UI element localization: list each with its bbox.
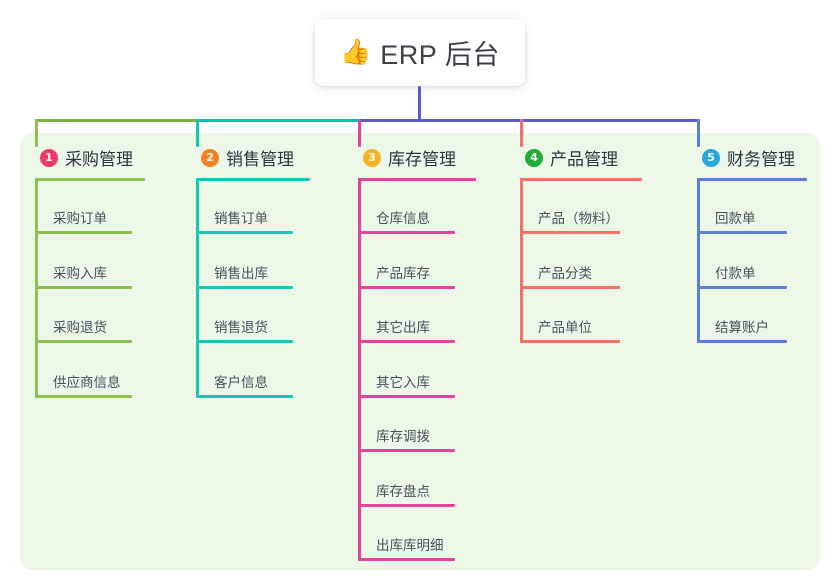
leaf-underline-3-4 — [358, 394, 455, 398]
leaf-node-3-6[interactable]: 库存盘点 — [376, 483, 430, 499]
leaf-node-3-7[interactable]: 出库库明细 — [376, 538, 444, 553]
leaf-underline-4-3 — [520, 340, 620, 343]
branch-number-badge-2: 2 — [201, 148, 219, 167]
root-node-content: 👍 ERP 后台 — [340, 33, 500, 72]
leaf-underline-5-2 — [697, 285, 787, 289]
leaf-node-2-4[interactable]: 客户信息 — [214, 374, 268, 390]
diagram-panel — [20, 133, 820, 570]
leaf-node-5-1[interactable]: 回款单 — [715, 211, 756, 226]
leaf-underline-4-2 — [520, 285, 620, 289]
leaf-node-4-2[interactable]: 产品分类 — [538, 265, 592, 281]
leaf-node-3-5[interactable]: 库存调拨 — [376, 429, 430, 444]
branch-number-badge-5: 5 — [702, 148, 720, 167]
branch-header-underline-5 — [697, 178, 807, 181]
leaf-underline-3-1 — [358, 231, 455, 234]
branch-header-4[interactable]: 4 产品管理 — [525, 145, 618, 170]
branch-header-3[interactable]: 3 库存管理 — [363, 145, 456, 170]
leaf-underline-1-3 — [35, 340, 132, 343]
branch-header-underline-2 — [196, 178, 310, 181]
leaf-node-2-2[interactable]: 销售出库 — [214, 265, 268, 281]
branch-rail-5 — [697, 178, 700, 343]
branch-title-5: 财务管理 — [727, 150, 795, 169]
leaf-underline-1-1 — [35, 231, 132, 234]
leaf-node-4-1[interactable]: 产品（物料） — [538, 211, 619, 226]
trunk-bar-green — [35, 119, 199, 122]
leaf-underline-3-2 — [358, 285, 455, 289]
leaf-underline-3-6 — [358, 503, 455, 507]
leaf-node-1-1[interactable]: 采购订单 — [53, 211, 107, 226]
branch-drop-line-4 — [520, 119, 523, 147]
branch-header-underline-4 — [520, 178, 642, 181]
leaf-node-5-3[interactable]: 结算账户 — [715, 320, 769, 335]
branch-title-4: 产品管理 — [550, 150, 618, 169]
trunk-bar-teal — [196, 119, 361, 122]
branch-drop-line-2 — [196, 119, 199, 147]
leaf-underline-2-2 — [196, 285, 293, 289]
leaf-node-2-3[interactable]: 销售退货 — [214, 320, 268, 335]
leaf-node-5-2[interactable]: 付款单 — [715, 265, 756, 281]
leaf-node-1-2[interactable]: 采购入库 — [53, 265, 107, 281]
leaf-underline-3-7 — [358, 558, 455, 561]
branch-header-underline-1 — [35, 178, 145, 181]
leaf-underline-2-4 — [196, 394, 293, 398]
leaf-node-3-1[interactable]: 仓库信息 — [376, 211, 430, 226]
branch-rail-4 — [520, 178, 523, 343]
leaf-node-3-2[interactable]: 产品库存 — [376, 265, 430, 281]
branch-header-2[interactable]: 2 销售管理 — [201, 145, 294, 170]
leaf-node-1-4[interactable]: 供应商信息 — [53, 374, 121, 390]
root-stem-line — [418, 86, 421, 122]
branch-number-badge-1: 1 — [40, 148, 58, 167]
leaf-node-3-3[interactable]: 其它出库 — [376, 320, 430, 335]
branch-drop-line-5 — [697, 119, 700, 147]
leaf-underline-1-4 — [35, 394, 132, 398]
trunk-bar-blue — [358, 119, 700, 122]
branch-drop-line-3 — [358, 119, 361, 147]
leaf-node-2-1[interactable]: 销售订单 — [214, 211, 268, 226]
branch-rail-3 — [358, 178, 361, 561]
thumbs-up-icon: 👍 — [340, 38, 372, 66]
root-node-label: ERP 后台 — [380, 40, 500, 70]
branch-number-badge-4: 4 — [525, 148, 543, 167]
branch-header-underline-3 — [358, 178, 476, 181]
leaf-underline-5-1 — [697, 231, 787, 234]
leaf-underline-5-3 — [697, 340, 787, 343]
branch-title-3: 库存管理 — [388, 150, 456, 169]
branch-header-1[interactable]: 1 采购管理 — [40, 145, 133, 170]
branch-header-5[interactable]: 5 财务管理 — [702, 145, 795, 170]
branch-drop-line-1 — [35, 119, 38, 147]
root-node-erp-backend[interactable]: 👍 ERP 后台 — [315, 19, 525, 86]
branch-title-2: 销售管理 — [226, 150, 294, 169]
leaf-underline-3-3 — [358, 340, 455, 343]
leaf-underline-4-1 — [520, 231, 620, 234]
branch-number-badge-3: 3 — [363, 148, 381, 167]
leaf-underline-1-2 — [35, 285, 132, 289]
leaf-node-4-3[interactable]: 产品单位 — [538, 320, 592, 335]
leaf-underline-2-3 — [196, 340, 293, 343]
leaf-node-1-3[interactable]: 采购退货 — [53, 320, 107, 335]
leaf-underline-3-5 — [358, 449, 455, 452]
leaf-underline-2-1 — [196, 231, 293, 234]
branch-title-1: 采购管理 — [65, 150, 133, 169]
leaf-node-3-4[interactable]: 其它入库 — [376, 374, 430, 390]
